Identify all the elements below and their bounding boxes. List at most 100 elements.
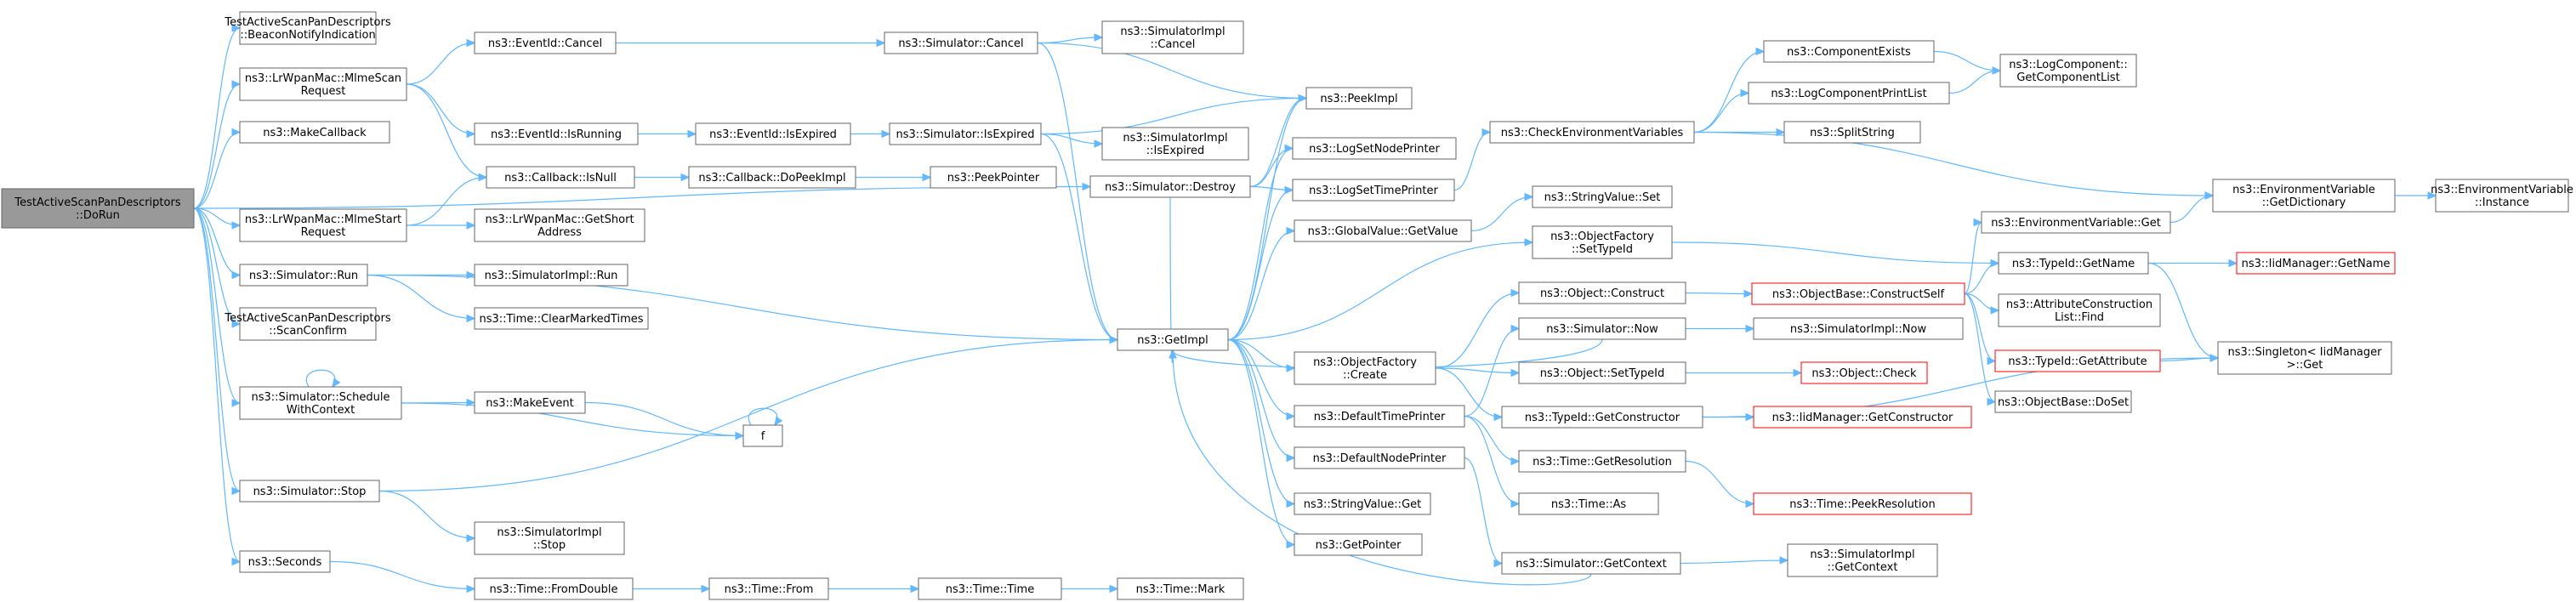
node-schedctx-box [239, 386, 402, 420]
node-root[interactable]: TestActiveScanPanDescriptors::DoRun [1, 188, 195, 229]
node-ofsettype[interactable]: ns3::ObjectFactory::SetTypeId [1532, 225, 1673, 259]
node-tidgetctor[interactable]: ns3::TypeId::GetConstructor [1501, 406, 1703, 429]
node-simrun[interactable]: ns3::Simulator::Run [239, 264, 368, 287]
edge-checkenv-to-logcompprint [1693, 92, 1749, 133]
node-f[interactable]: f [742, 424, 783, 447]
node-implrun[interactable]: ns3::SimulatorImpl::Run [474, 264, 628, 287]
node-evexpired[interactable]: ns3::EventId::IsExpired [695, 122, 851, 145]
node-timefrom[interactable]: ns3::Time::From [708, 577, 829, 600]
node-simdestroy[interactable]: ns3::Simulator::Destroy [1089, 175, 1251, 198]
node-iidgetname[interactable]: ns3::IidManager::GetName [2236, 252, 2396, 275]
node-logcompprint[interactable]: ns3::LogComponentPrintList [1748, 82, 1950, 105]
node-scanconfirm[interactable]: TestActiveScanPanDescriptors::ScanConfir… [224, 307, 391, 341]
node-defnode[interactable]: ns3::DefaultNodePrinter [1294, 446, 1465, 469]
edge-objbaseconstruct-to-attrfind-arrowhead [1990, 306, 2000, 315]
node-compexists[interactable]: ns3::ComponentExists [1763, 40, 1935, 63]
node-evrunning[interactable]: ns3::EventId::IsRunning [474, 122, 639, 145]
edge-checkenv-to-envgetdict [1693, 131, 2214, 196]
node-objbaseconstruct[interactable]: ns3::ObjectBase::ConstructSelf [1751, 282, 1965, 305]
node-getshort-label-line-0: ns3::LrWpanMac::GetShort [485, 213, 634, 226]
node-envgetdict[interactable]: ns3::EnvironmentVariable::GetDictionary [2212, 179, 2396, 213]
node-scanconfirm-label-line-0: TestActiveScanPanDescriptors [224, 312, 390, 325]
node-objcheck[interactable]: ns3::Object::Check [1800, 361, 1928, 384]
node-seconds[interactable]: ns3::Seconds [239, 550, 331, 573]
edge-timefrom-to-timetime-arrowhead [910, 584, 920, 593]
node-implexpired[interactable]: ns3::SimulatorImpl::IsExpired [1101, 127, 1249, 161]
node-objbasedoset-box [1994, 390, 2132, 413]
node-checkenv[interactable]: ns3::CheckEnvironmentVariables [1489, 121, 1695, 144]
node-timetime[interactable]: ns3::Time::Time [918, 577, 1062, 600]
node-peekimpl[interactable]: ns3::PeekImpl [1305, 87, 1413, 110]
node-timemark[interactable]: ns3::Time::Mark [1117, 577, 1244, 600]
node-splitstring[interactable]: ns3::SplitString [1783, 121, 1921, 144]
node-getimpl[interactable]: ns3::GetImpl [1117, 328, 1229, 351]
node-envinstance[interactable]: ns3::EnvironmentVariable::Instance [2431, 179, 2573, 213]
node-peekpointer[interactable]: ns3::PeekPointer [930, 166, 1057, 189]
node-cbdopeek[interactable]: ns3::Callback::DoPeekImpl [688, 166, 856, 189]
node-gvget[interactable]: ns3::GlobalValue::GetValue [1294, 219, 1472, 242]
edge-simdestroy-to-lognode [1249, 147, 1294, 188]
edge-mlmestart-to-cbisnull-arrowhead [478, 173, 488, 182]
node-implcancel-box [1101, 20, 1244, 54]
node-implcancel[interactable]: ns3::SimulatorImpl::Cancel [1101, 20, 1244, 54]
node-lognode-box [1292, 137, 1457, 160]
node-envget[interactable]: ns3::EnvironmentVariable::Get [1981, 211, 2171, 234]
node-objconstruct[interactable]: ns3::Object::Construct [1518, 281, 1686, 304]
node-simnow[interactable]: ns3::Simulator::Now [1518, 317, 1686, 340]
edge-getimpl-to-lognode-arrowhead [1284, 144, 1294, 153]
edge-ofcreate-to-objconstruct-arrowhead [1510, 288, 1521, 298]
node-peekres[interactable]: ns3::Time::PeekResolution [1753, 492, 1972, 515]
node-evcancel[interactable]: ns3::EventId::Cancel [474, 31, 617, 54]
node-objsettype[interactable]: ns3::Object::SetTypeId [1518, 361, 1686, 384]
node-tidgetattr[interactable]: ns3::TypeId::GetAttribute [1994, 349, 2161, 372]
node-getpointer[interactable]: ns3::GetPointer [1294, 533, 1423, 556]
node-simgetctx[interactable]: ns3::Simulator::GetContext [1501, 552, 1681, 575]
edge-root-to-scanconfirm [193, 207, 241, 325]
node-beacon[interactable]: TestActiveScanPanDescriptors::BeaconNoti… [224, 11, 391, 45]
node-makeevent[interactable]: ns3::MakeEvent [474, 391, 586, 414]
node-makecb[interactable]: ns3::MakeCallback [239, 121, 390, 144]
node-svget[interactable]: ns3::StringValue::Get [1294, 492, 1431, 515]
edge-objbaseconstruct-to-objbasedoset [1964, 292, 1996, 403]
node-tidgetattr-label-line-0: ns3::TypeId::GetAttribute [2008, 355, 2147, 368]
node-cbisnull[interactable]: ns3::Callback::IsNull [486, 166, 635, 189]
node-clearmarked[interactable]: ns3::Time::ClearMarkedTimes [474, 307, 649, 330]
node-makecb-label-line-0: ns3::MakeCallback [263, 127, 367, 139]
node-tidgetname[interactable]: ns3::TypeId::GetName [1998, 252, 2149, 275]
node-logcompget-label-line-1: GetComponentList [2016, 71, 2119, 84]
node-iidgetctor[interactable]: ns3::IidManager::GetConstructor [1753, 406, 1972, 429]
node-singleton-box [2217, 341, 2392, 375]
edge-objbaseconstruct-to-envget [1964, 221, 1982, 295]
node-deftime[interactable]: ns3::DefaultTimePrinter [1294, 405, 1465, 428]
edge-root-to-beacon-arrowhead [231, 24, 242, 32]
node-implgetctx[interactable]: ns3::SimulatorImpl::GetContext [1787, 543, 1938, 577]
node-lognode[interactable]: ns3::LogSetNodePrinter [1292, 137, 1457, 160]
node-svset[interactable]: ns3::StringValue::Set [1532, 185, 1673, 208]
node-implnow[interactable]: ns3::SimulatorImpl::Now [1753, 317, 1964, 340]
node-simcancel[interactable]: ns3::Simulator::Cancel [884, 31, 1038, 54]
edge-objbaseconstruct-to-objbasedoset-arrowhead [1987, 397, 1997, 406]
node-timeas[interactable]: ns3::Time::As [1518, 492, 1659, 515]
node-objbasedoset[interactable]: ns3::ObjectBase::DoSet [1994, 390, 2132, 413]
node-logcompget[interactable]: ns3::LogComponent::GetComponentList [1999, 54, 2137, 88]
node-timegetres[interactable]: ns3::Time::GetResolution [1518, 450, 1686, 473]
node-root-label-line-0: TestActiveScanPanDescriptors [14, 196, 180, 209]
node-logtime[interactable]: ns3::LogSetTimePrinter [1292, 179, 1455, 202]
edge-evrunning-to-evexpired-arrowhead [687, 129, 697, 139]
node-ofcreate[interactable]: ns3::ObjectFactory::Create [1294, 351, 1436, 385]
node-logcompget-label-line-0: ns3::LogComponent:: [2009, 59, 2128, 71]
node-simstop[interactable]: ns3::Simulator::Stop [239, 480, 380, 503]
node-fromdouble[interactable]: ns3::Time::FromDouble [474, 577, 634, 600]
node-simexpired[interactable]: ns3::Simulator::IsExpired [889, 122, 1042, 145]
node-singleton[interactable]: ns3::Singleton< IidManager >::Get [2217, 341, 2392, 375]
node-fromdouble-label-line-0: ns3::Time::FromDouble [490, 583, 618, 596]
node-attrfind-label-line-1: List::Find [2055, 311, 2104, 324]
edge-simstop-to-getimpl [378, 338, 1118, 492]
node-implstop[interactable]: ns3::SimulatorImpl::Stop [474, 521, 625, 555]
